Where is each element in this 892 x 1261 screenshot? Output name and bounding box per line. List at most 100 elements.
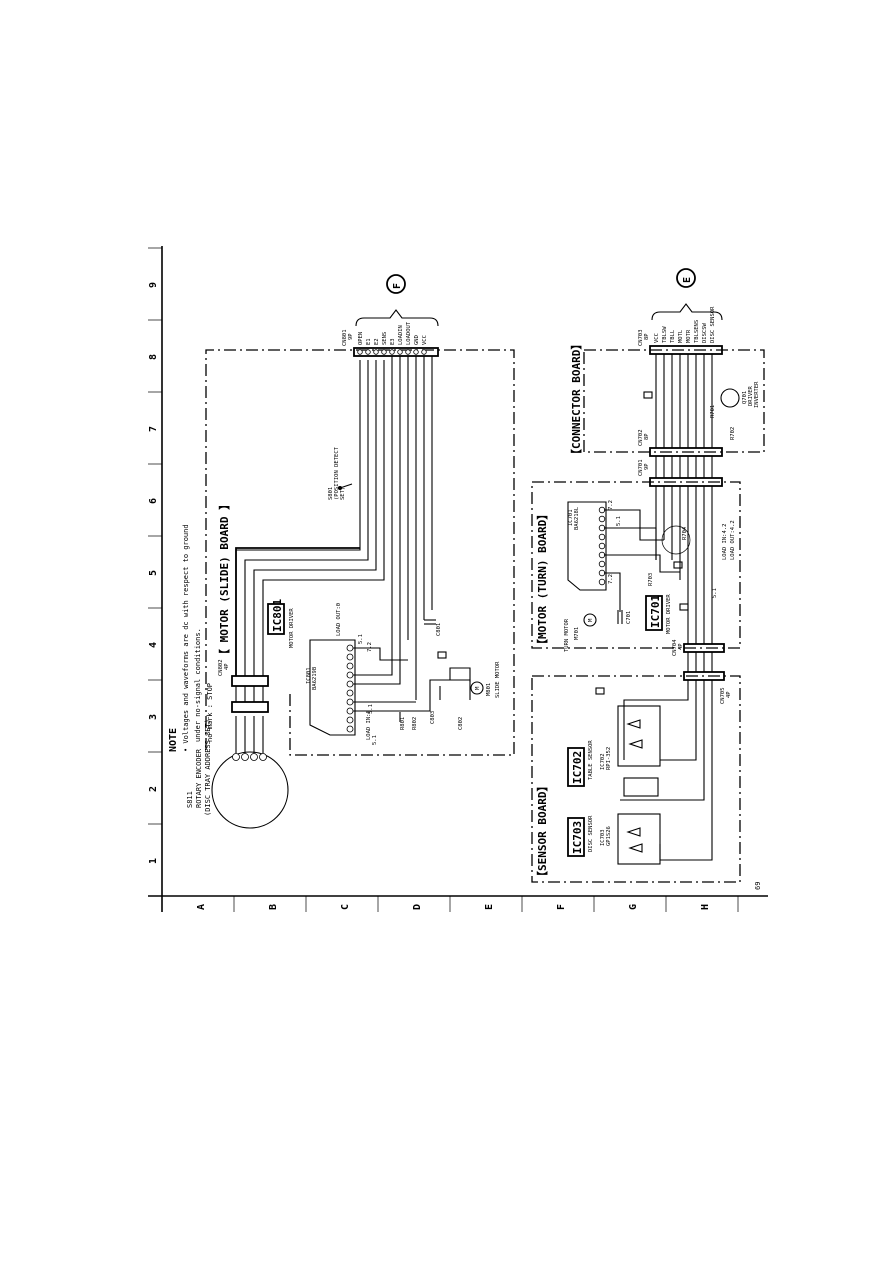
s811-label-1: ROTARY ENCODER — [195, 748, 203, 808]
svg-text:M: M — [588, 618, 594, 622]
col-label-8: 8 — [148, 354, 159, 360]
note-line-3: no mark : STOP — [206, 683, 214, 742]
s811-ref: S811 — [186, 791, 194, 808]
cn702-connector — [649, 447, 723, 457]
cn703-signal-7: DISCSW — [702, 322, 708, 343]
ic702-desc: TABLE SENSOR — [588, 740, 594, 780]
cn703-signal-labels: VCC TBLSW TBLL MOTL MOTR TBLSENS DISCSW … — [654, 306, 716, 343]
turn-motor-icon — [583, 613, 597, 627]
ic703-num: GP1S26 — [606, 826, 612, 846]
col-label-9: 9 — [148, 282, 159, 288]
ic801-num: BA6219B — [312, 666, 318, 690]
c701-ref: C701 — [626, 611, 632, 624]
cn704-ref: CN704 — [672, 639, 678, 656]
cn703-signal-5: MOTR — [686, 329, 692, 343]
ic702-part: IC702 — [600, 753, 606, 770]
cn702-pins: 8P — [644, 433, 650, 440]
r801-ref: R801 — [400, 717, 406, 730]
turn-load-out: LOAD OUT:4.2 — [730, 520, 736, 560]
cn802-ref: CN802 — [218, 659, 224, 676]
test-point-icon — [437, 651, 447, 659]
row-label-e: E — [484, 904, 495, 910]
ic701-desc: MOTOR DRIVER — [666, 594, 672, 634]
turn-load-in: LOAD IN:4.2 — [722, 524, 728, 560]
row-labels: A B C D E F G H — [196, 904, 711, 910]
transistor-icon — [720, 388, 740, 408]
connector-f-label: F — [392, 283, 403, 289]
cn701-ref: CN701 — [638, 459, 644, 476]
ic701-v-c: 7.2 — [608, 574, 614, 584]
r702-ref: R702 — [730, 427, 736, 440]
cn703-signal-6: TBLSENS — [694, 320, 700, 343]
cn703-signal-2: TBLSW — [662, 326, 668, 343]
ic702-name: IC702 — [571, 751, 584, 784]
cn801-pins: 9P — [348, 333, 354, 340]
m801-ref: M801 — [486, 683, 492, 696]
cn701-connector — [649, 477, 723, 487]
cn703-pins: 8P — [644, 333, 650, 340]
turn-board: 【MOTOR (TURN) BOARD】 CN701 9P CN704 4P I… — [531, 459, 741, 656]
ic801-part: IC801 — [306, 667, 312, 684]
ic801-v-d: 5.1 — [372, 735, 378, 745]
cn801-signal-labels: OPEN E1 E2 SENS E3 LOADIN LOADOUT GND VC… — [358, 321, 428, 345]
s801-label-1: (POSITION DETECT — [334, 446, 340, 500]
m701-label: TURN MOTOR — [564, 618, 570, 652]
cn703-signal-3: TBLL — [670, 329, 676, 343]
ic702-body — [617, 705, 661, 767]
ic703-part: IC703 — [600, 829, 606, 846]
cn705-ref: CN705 — [720, 687, 726, 704]
ic801-body — [309, 639, 356, 736]
cn801-ref: CN801 — [342, 329, 348, 346]
ic701-part: IC701 — [568, 509, 574, 526]
row-label-g: G — [628, 904, 639, 910]
ic701-v-d: 5.1 — [712, 588, 718, 598]
svg-text:M: M — [475, 686, 481, 690]
ic703-body — [617, 813, 661, 865]
r701-ref: R701 — [710, 405, 716, 418]
cn703-signal-1: VCC — [654, 333, 660, 343]
cn801-signal-5: E3 — [390, 338, 396, 345]
cn702-ref: CN702 — [638, 429, 644, 446]
cn801-signal-9: VCC — [422, 335, 428, 345]
ic801-load-out: LOAD OUT:0 — [336, 603, 342, 636]
col-label-2: 2 — [148, 786, 159, 792]
s801-ref: S801 — [328, 487, 334, 500]
cn801-connector — [353, 347, 439, 357]
col-label-6: 6 — [148, 498, 159, 504]
sensor-board-title: 【SENSOR BOARD】 — [536, 781, 549, 882]
cn705-pins: 4P — [726, 691, 732, 698]
ic801-name: IC801 — [271, 599, 284, 632]
row-label-d: D — [412, 904, 423, 910]
col-label-1: 1 — [148, 858, 159, 864]
connector-board-title: 【CONNECTOR BOARD】 — [570, 339, 583, 460]
cn703-signal-8: DISC SENSOR — [710, 306, 716, 343]
cn801-signal-8: GND — [414, 335, 420, 345]
ic701-v-a: 7.2 — [608, 500, 614, 510]
row-label-a: A — [196, 904, 207, 910]
ic701-v-b: 5.1 — [616, 516, 622, 526]
c802-ref: C802 — [458, 717, 464, 730]
ic801-v-b: 7.2 — [367, 642, 373, 652]
m701-ref: M701 — [574, 627, 580, 640]
turn-board-title: 【MOTOR (TURN) BOARD】 — [536, 509, 549, 650]
note-line-1: • Voltages and waveforms are dc with res… — [182, 524, 190, 752]
page-number: 69 — [754, 882, 762, 890]
cn703-signal-4: MOTL — [678, 329, 684, 343]
cn801-signal-7: LOADOUT — [406, 321, 412, 345]
cn704-pins: 4P — [678, 643, 684, 650]
col-label-5: 5 — [148, 570, 159, 576]
cn703-ref: CN703 — [638, 329, 644, 346]
r703-ref: R703 — [648, 573, 654, 586]
s801-label-2: SET) — [340, 487, 346, 500]
col-label-3: 3 — [148, 714, 159, 720]
cn703-connector — [649, 345, 723, 355]
ic701-num: BA6218L — [574, 506, 580, 530]
q701-label-1: DRIVER — [748, 385, 754, 406]
rotary-encoder-icon — [211, 751, 289, 829]
cn801-signal-4: SENS — [382, 332, 388, 345]
connector-e-marker — [676, 268, 696, 288]
cn802-connector-b — [231, 675, 269, 687]
ic702-num: RPI-352 — [606, 747, 612, 770]
ic703-name: IC703 — [571, 821, 584, 854]
